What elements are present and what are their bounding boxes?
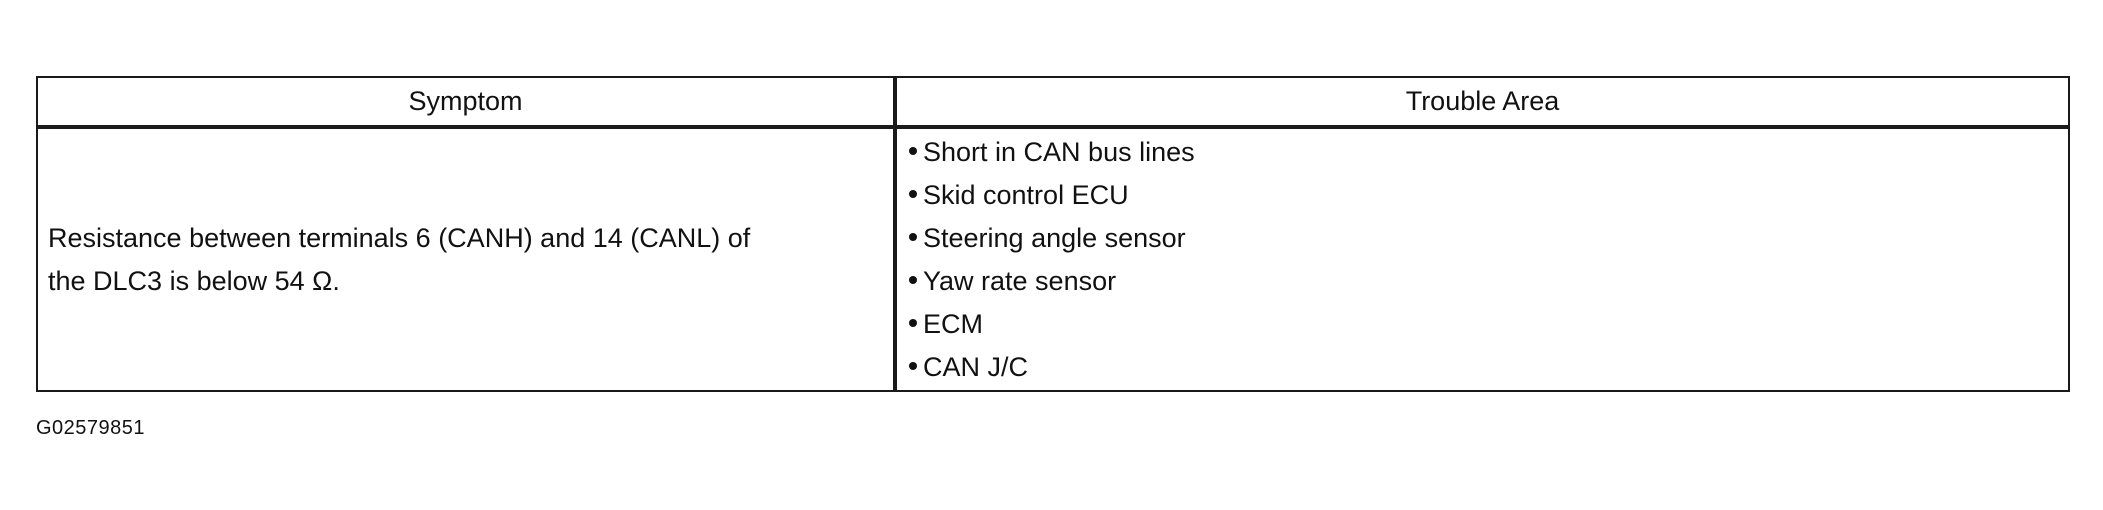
figure-id-label: G02579851 bbox=[36, 417, 146, 439]
bullet-icon bbox=[909, 361, 917, 370]
list-item: Yaw rate sensor bbox=[909, 260, 2068, 303]
trouble-area-text: Skid control ECU bbox=[923, 180, 1129, 210]
table-row: Resistance between terminals 6 (CANH) an… bbox=[36, 126, 2070, 392]
trouble-area-text: Short in CAN bus lines bbox=[923, 137, 1195, 167]
trouble-area-text: Yaw rate sensor bbox=[923, 266, 1117, 296]
list-item: ECM bbox=[909, 303, 2068, 346]
trouble-area-text: ECM bbox=[923, 309, 983, 339]
bullet-icon bbox=[909, 318, 917, 327]
symptom-header: Symptom bbox=[36, 76, 896, 129]
list-item: CAN J/C bbox=[909, 346, 2068, 389]
bullet-icon bbox=[909, 232, 917, 241]
symptom-cell: Resistance between terminals 6 (CANH) an… bbox=[36, 126, 896, 392]
list-item: Steering angle sensor bbox=[909, 217, 2068, 260]
list-item: Skid control ECU bbox=[909, 174, 2068, 217]
bullet-icon bbox=[909, 275, 917, 284]
trouble-area-text: CAN J/C bbox=[923, 352, 1029, 382]
symptom-trouble-table: Symptom Trouble Area Resistance between … bbox=[36, 76, 2070, 392]
trouble-area-header: Trouble Area bbox=[893, 76, 2070, 129]
trouble-area-cell: Short in CAN bus lines Skid control ECU … bbox=[893, 126, 2070, 392]
trouble-area-text: Steering angle sensor bbox=[923, 223, 1186, 253]
bullet-icon bbox=[909, 146, 917, 155]
symptom-line: Resistance between terminals 6 (CANH) an… bbox=[48, 222, 751, 253]
symptom-line: the DLC3 is below 54 Ω. bbox=[48, 265, 340, 296]
list-item: Short in CAN bus lines bbox=[909, 131, 2068, 174]
trouble-area-list: Short in CAN bus lines Skid control ECU … bbox=[909, 131, 2068, 389]
bullet-icon bbox=[909, 189, 917, 198]
table-header-row: Symptom Trouble Area bbox=[36, 76, 2070, 129]
